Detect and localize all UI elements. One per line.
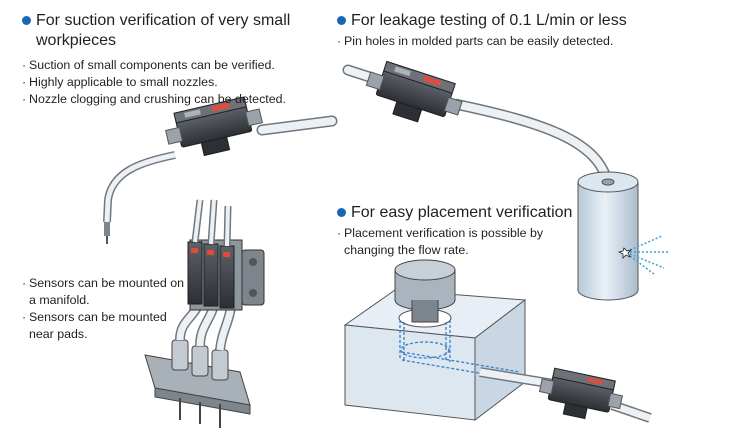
section-heading: For suction verification of very small w… bbox=[22, 11, 322, 51]
bullet-dot-icon bbox=[337, 208, 346, 217]
bullet-dot-icon bbox=[337, 16, 346, 25]
placement-illustration bbox=[343, 259, 652, 423]
heading-text: For easy placement verification bbox=[351, 204, 573, 221]
bullet-list: Sensors can be mounted on a manifold. Se… bbox=[22, 275, 192, 343]
bullet-item: Highly applicable to small nozzles. bbox=[22, 74, 322, 91]
section-leakage-testing: For leakage testing of 0.1 L/min or less… bbox=[337, 11, 737, 50]
bullet-list: Suction of small components can be verif… bbox=[22, 57, 322, 108]
bullet-dot-icon bbox=[22, 16, 31, 25]
suction-sensor-illustration bbox=[103, 96, 338, 244]
bullet-item: Sensors can be mounted on a manifold. bbox=[22, 275, 192, 309]
section-heading: For leakage testing of 0.1 L/min or less bbox=[337, 11, 737, 31]
bullet-item: Placement verification is possible by ch… bbox=[337, 225, 577, 259]
bullet-item: Pin holes in molded parts can be easily … bbox=[337, 33, 737, 50]
bullet-list: Pin holes in molded parts can be easily … bbox=[337, 33, 737, 50]
leakage-illustration bbox=[342, 60, 668, 301]
section-heading: For easy placement verification bbox=[337, 203, 577, 223]
section-manifold-mounting: Sensors can be mounted on a manifold. Se… bbox=[22, 269, 192, 343]
heading-text: For leakage testing of 0.1 L/min or less bbox=[351, 12, 627, 29]
section-suction-verification: For suction verification of very small w… bbox=[22, 11, 322, 108]
section-placement-verification: For easy placement verification Placemen… bbox=[337, 203, 577, 259]
heading-text: For suction verification of very small w… bbox=[36, 12, 291, 49]
manifold-illustration bbox=[144, 199, 265, 428]
bullet-list: Placement verification is possible by ch… bbox=[337, 225, 577, 259]
bullet-item: Sensors can be mounted near pads. bbox=[22, 309, 192, 343]
bullet-item: Suction of small components can be verif… bbox=[22, 57, 322, 74]
bullet-item: Nozzle clogging and crushing can be dete… bbox=[22, 91, 322, 108]
